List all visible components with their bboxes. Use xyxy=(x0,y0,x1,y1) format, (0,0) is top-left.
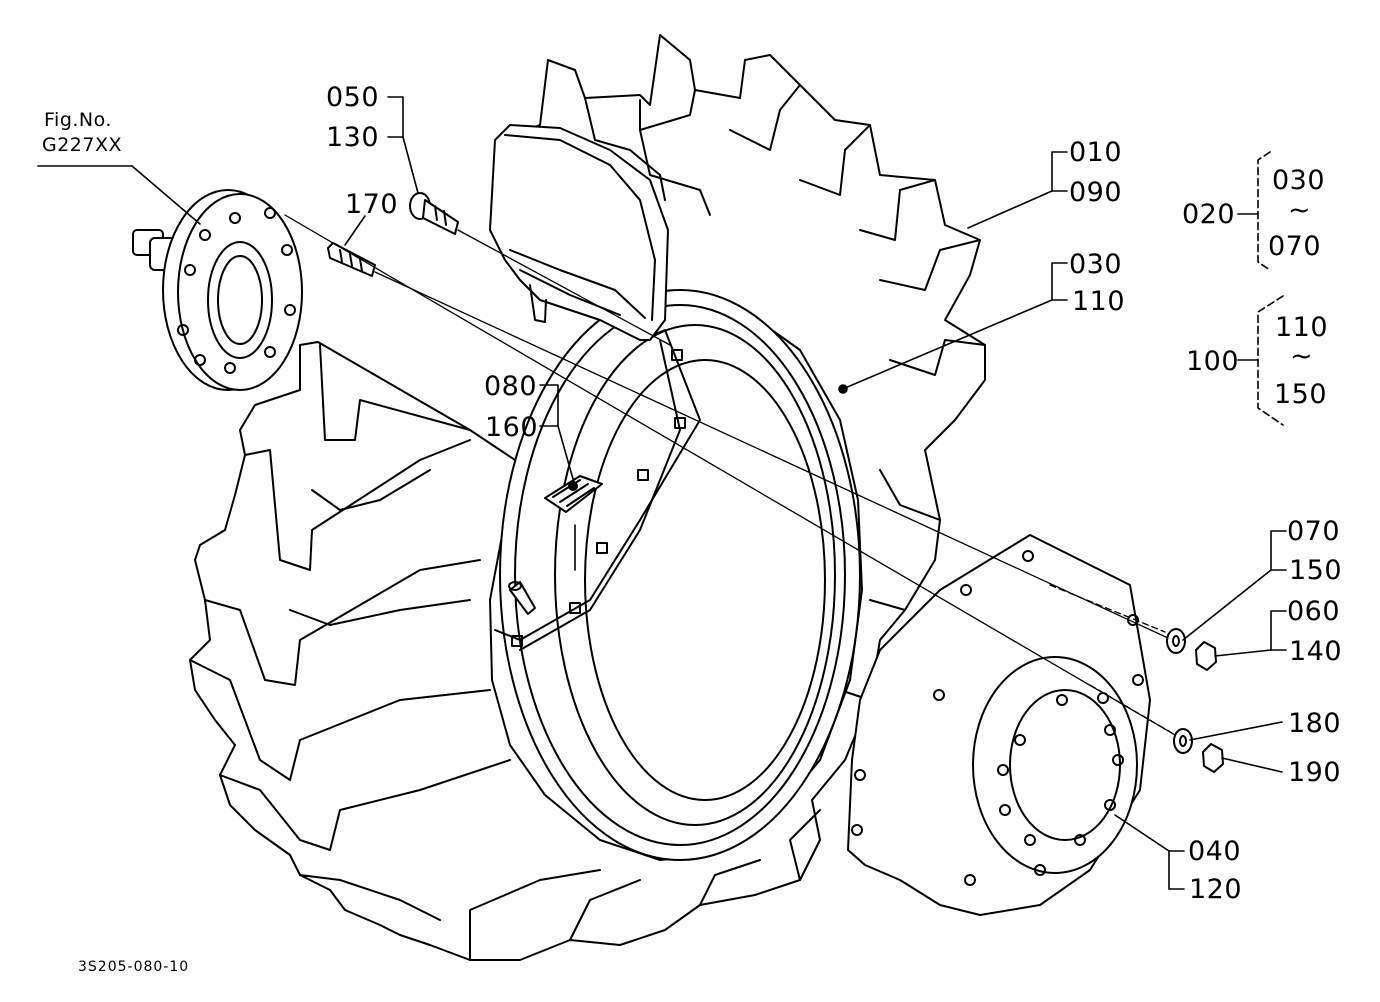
group-100-label: 100 xyxy=(1186,346,1240,377)
group-020-label: 020 xyxy=(1182,199,1236,230)
label-plate xyxy=(544,475,603,513)
callout-180: 180 xyxy=(1288,708,1342,739)
drawing-id: 3S205-080-10 xyxy=(78,959,190,975)
group-020-range-mark: ~ xyxy=(1288,195,1312,226)
callout-130: 130 xyxy=(326,122,380,153)
callout-190: 190 xyxy=(1288,757,1342,788)
group-100-to: 150 xyxy=(1274,379,1328,410)
callout-040: 040 xyxy=(1188,836,1242,867)
callout-120: 120 xyxy=(1189,874,1243,905)
group-100-from: 110 xyxy=(1275,312,1329,343)
group-100-range-mark: ~ xyxy=(1290,341,1314,372)
assembly-lines xyxy=(284,214,1176,736)
callout-090: 090 xyxy=(1069,177,1123,208)
bolt xyxy=(409,192,459,235)
tire-outline xyxy=(189,34,986,961)
callout-050: 050 xyxy=(326,82,380,113)
hub-assembly xyxy=(132,189,303,391)
group-020-to: 070 xyxy=(1268,231,1322,262)
callout-110: 110 xyxy=(1072,286,1126,317)
valve-stem xyxy=(508,581,536,615)
fig-no-label: Fig.No. xyxy=(44,109,112,131)
fig-no-value: G227XX xyxy=(42,134,123,156)
leader-lines xyxy=(37,96,1287,890)
stud-bolt xyxy=(327,242,376,277)
callout-070: 070 xyxy=(1287,516,1341,547)
callout-060: 060 xyxy=(1287,596,1341,627)
rim xyxy=(494,289,861,861)
callout-080: 080 xyxy=(484,371,538,402)
group-020-from: 030 xyxy=(1272,165,1326,196)
callout-140: 140 xyxy=(1289,636,1343,667)
callout-030: 030 xyxy=(1069,249,1123,280)
center-disc xyxy=(847,534,1151,916)
callout-010: 010 xyxy=(1069,137,1123,168)
callout-170: 170 xyxy=(345,189,399,220)
callout-160: 160 xyxy=(485,412,539,443)
washer-nut-set xyxy=(1166,628,1224,773)
callout-150: 150 xyxy=(1289,555,1343,586)
